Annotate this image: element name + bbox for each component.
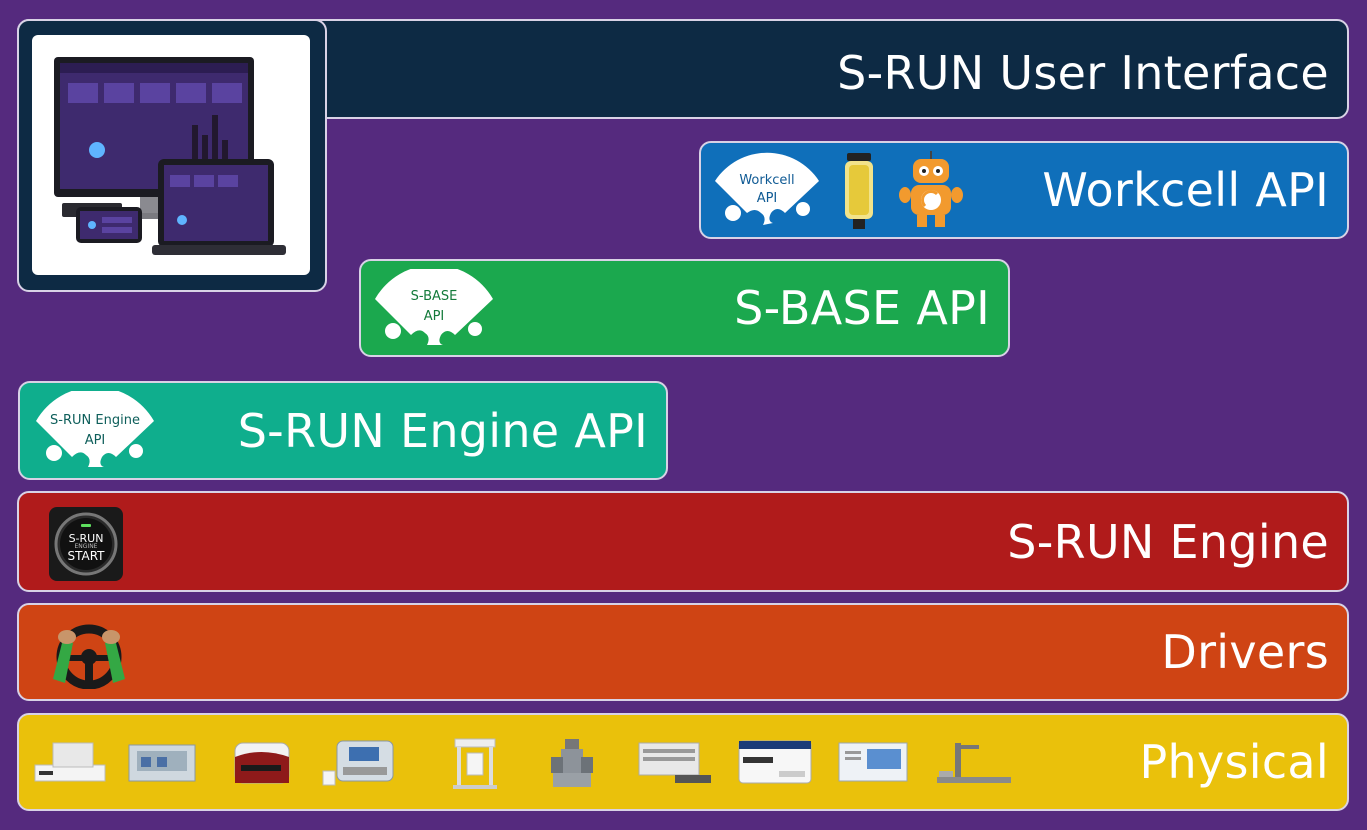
lab-instrument-icon <box>937 743 1011 783</box>
engine-start-button-icon: S-RUN ENGINE START <box>49 507 123 581</box>
sbase-badge-line2: API <box>423 309 445 324</box>
engine-layer: S-RUN ENGINE START S-RUN Engine <box>17 491 1349 592</box>
lab-instrument-icon <box>638 742 711 783</box>
workcell-api-layer: Workcell API Workcell API <box>699 141 1349 239</box>
sbase-badge-line1: S-BASE <box>410 289 458 304</box>
lab-instrument-icon <box>838 742 908 782</box>
ui-layer-title: S-RUN User Interface <box>837 46 1329 100</box>
lab-instrument-icon <box>34 742 106 782</box>
engine-api-badge-line1: S-RUN Engine <box>50 413 140 428</box>
engine-title: S-RUN Engine <box>1007 514 1329 569</box>
lab-instrument-icon <box>453 738 497 789</box>
stack-light-icon <box>839 153 879 235</box>
puzzle-piece-icon: Workcell API <box>707 151 827 231</box>
engine-api-title: S-RUN Engine API <box>237 403 648 458</box>
sbase-api-title: S-BASE API <box>734 281 990 335</box>
workcell-badge-line2: API <box>756 191 778 206</box>
lab-instrument-icon <box>738 740 812 784</box>
lab-instrument-icon <box>128 744 196 782</box>
drivers-layer: Drivers <box>17 603 1349 701</box>
lab-instrument-icon <box>234 742 290 784</box>
engine-button-line1: S-RUN <box>68 532 104 545</box>
lab-instrument-icon <box>322 740 394 786</box>
drivers-title: Drivers <box>1161 625 1329 679</box>
workcell-badge-line1: Workcell <box>739 173 795 188</box>
engine-button-line3: START <box>67 549 105 563</box>
puzzle-piece-icon: S-RUN Engine API <box>30 386 160 471</box>
robot-icon <box>899 151 963 235</box>
steering-wheel-icon <box>49 619 129 693</box>
sbase-api-layer: S-BASE API S-BASE API <box>359 259 1010 357</box>
engine-api-badge-line2: API <box>84 433 106 448</box>
puzzle-piece-icon: S-BASE API <box>369 264 499 349</box>
physical-title: Physical <box>1139 735 1329 789</box>
devices-photo <box>32 35 310 275</box>
workcell-api-title: Workcell API <box>1042 163 1329 217</box>
engine-button-line2: ENGINE <box>74 543 98 550</box>
engine-api-layer: S-RUN Engine API S-RUN Engine API <box>18 381 668 480</box>
lab-instrument-icon <box>551 739 593 787</box>
physical-layer: Physical <box>17 713 1349 811</box>
